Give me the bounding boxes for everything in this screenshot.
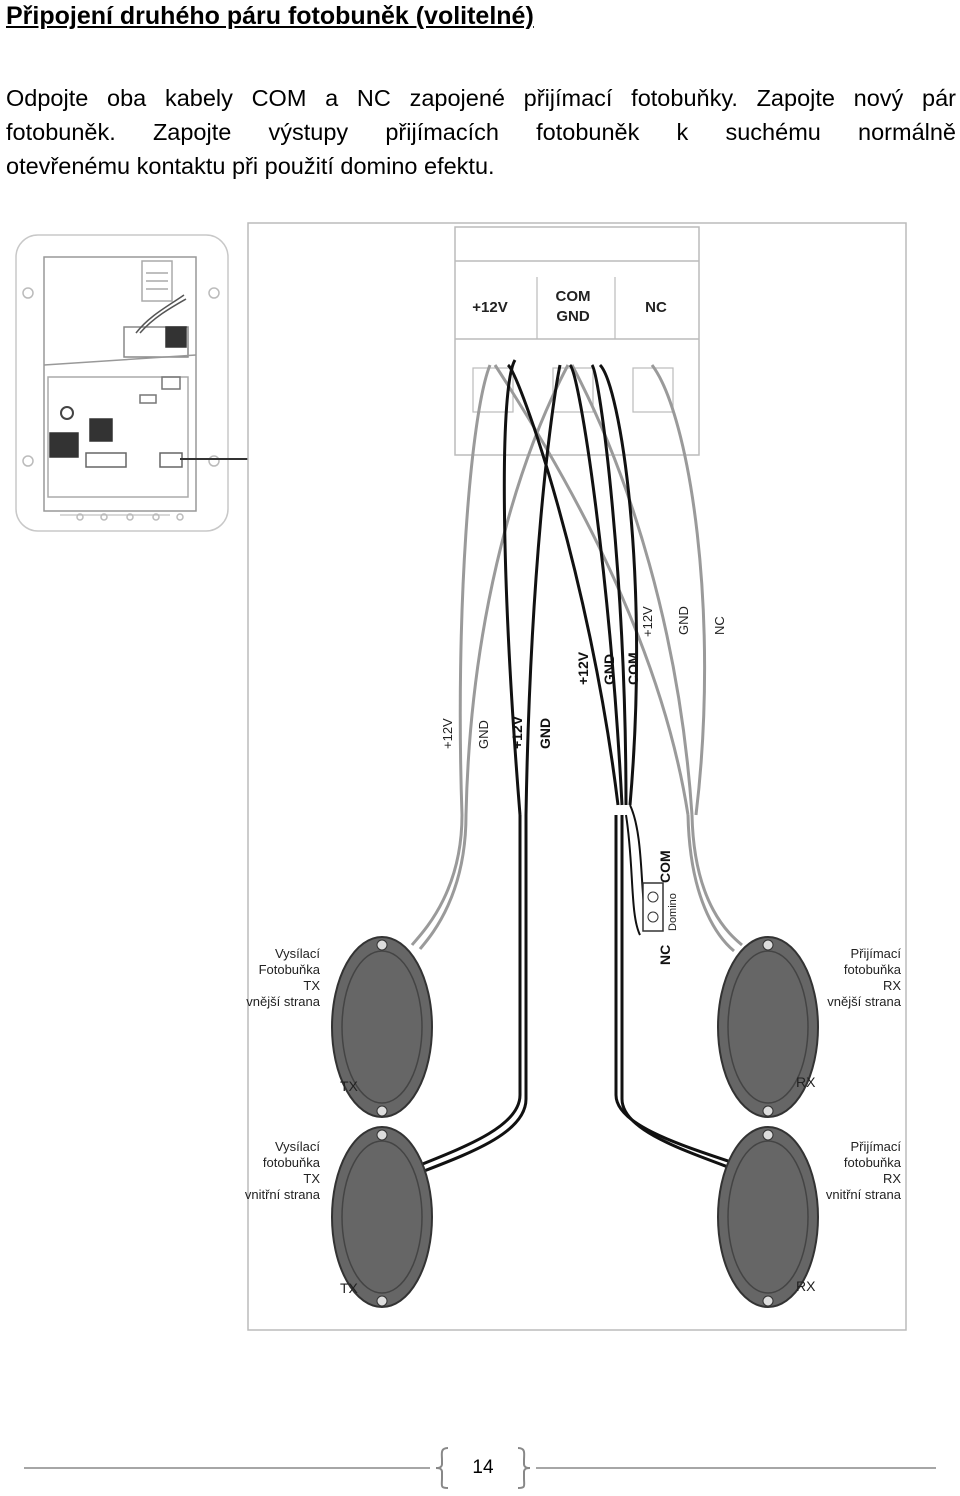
wire-label-tx-outer-12v: +12V <box>440 718 455 749</box>
wire-label-rx-inner-12v: +12V <box>575 651 591 685</box>
photocell-rx-inner <box>717 1126 819 1308</box>
caption-rx-outer-3: RX <box>883 978 901 993</box>
wire-label-tx-inner-gnd: GND <box>537 718 553 749</box>
caption-rx-inner-4: vnitřní strana <box>826 1187 902 1202</box>
terminal-label-12v: +12V <box>472 299 507 316</box>
caption-rx-outer-1: Přijímací <box>850 946 901 961</box>
caption-rx-inner-2: fotobuňka <box>844 1155 902 1170</box>
domino-com-label: COM <box>657 850 673 883</box>
caption-tx-outer-4: vnější strana <box>246 994 320 1009</box>
caption-tx-inner-4: vnitřní strana <box>245 1187 321 1202</box>
caption-tx-inner-3: TX <box>303 1171 320 1186</box>
black-wires <box>419 359 745 1175</box>
wire-label-tx-inner-12v: +12V <box>509 715 525 749</box>
rx-outer-tag: RX <box>796 1074 816 1090</box>
footer-rule <box>24 1447 936 1489</box>
control-box-illustration <box>15 234 229 532</box>
paragraph-line-2: fotobuněk. Zapojte výstupy přijímacích f… <box>6 119 956 145</box>
caption-rx-inner-1: Přijímací <box>850 1139 901 1154</box>
tx-outer-tag: TX <box>340 1078 359 1094</box>
wiring-diagram: +12V COM GND NC COM Domino NC <box>15 222 907 1331</box>
terminal-block <box>454 226 700 456</box>
wire-label-tx-outer-gnd: GND <box>476 720 491 749</box>
tx-inner-tag: TX <box>340 1280 359 1296</box>
caption-tx-outer-1: Vysílací <box>275 946 320 961</box>
caption-tx-outer-3: TX <box>303 978 320 993</box>
domino-connector <box>642 882 664 932</box>
caption-tx-outer: Vysílací Fotobuňka TX vnější strana <box>246 946 320 1009</box>
caption-rx-outer: Přijímací fotobuňka RX vnější strana <box>827 946 901 1009</box>
rx-inner-tag: RX <box>796 1278 816 1294</box>
domino-label: Domino <box>667 893 679 931</box>
terminal-label-nc: NC <box>645 299 667 316</box>
diagram-frame <box>247 222 907 1331</box>
page-heading: Připojení druhého páru fotobuněk (volite… <box>6 2 534 30</box>
caption-rx-outer-2: fotobuňka <box>844 962 902 977</box>
photocell-tx-outer <box>331 936 433 1118</box>
caption-rx-outer-4: vnější strana <box>827 994 901 1009</box>
caption-rx-inner-3: RX <box>883 1171 901 1186</box>
grey-wires <box>410 364 743 953</box>
caption-tx-outer-2: Fotobuňka <box>259 962 321 977</box>
wire-label-rx-inner-com: COM <box>625 652 641 685</box>
wire-label-rx-outer-gnd: GND <box>676 606 691 635</box>
terminal-label-com: COM <box>556 288 591 305</box>
domino-nc-label: NC <box>657 945 673 965</box>
page-number: 14 <box>472 1457 494 1478</box>
caption-tx-inner-1: Vysílací <box>275 1139 320 1154</box>
wire-label-rx-outer-12v: +12V <box>640 606 655 637</box>
paragraph-line-3: otevřenému kontaktu při použití domino e… <box>6 153 495 179</box>
paragraph-line-1: Odpojte oba kabely COM a NC zapojené při… <box>6 85 956 111</box>
terminal-label-gnd: GND <box>556 308 590 325</box>
caption-tx-inner: Vysílací fotobuňka TX vnitřní strana <box>245 1139 321 1202</box>
wire-label-rx-inner-gnd: GND <box>601 654 617 685</box>
instructions-paragraph: Odpojte oba kabely COM a NC zapojené při… <box>6 81 956 183</box>
photocell-tx-inner <box>331 1126 433 1308</box>
page-footer: 14 <box>0 1440 960 1496</box>
caption-rx-inner: Přijímací fotobuňka RX vnitřní strana <box>826 1139 902 1202</box>
caption-tx-inner-2: fotobuňka <box>263 1155 321 1170</box>
photocell-rx-outer <box>717 936 819 1118</box>
wire-label-rx-outer-nc: NC <box>712 616 727 635</box>
